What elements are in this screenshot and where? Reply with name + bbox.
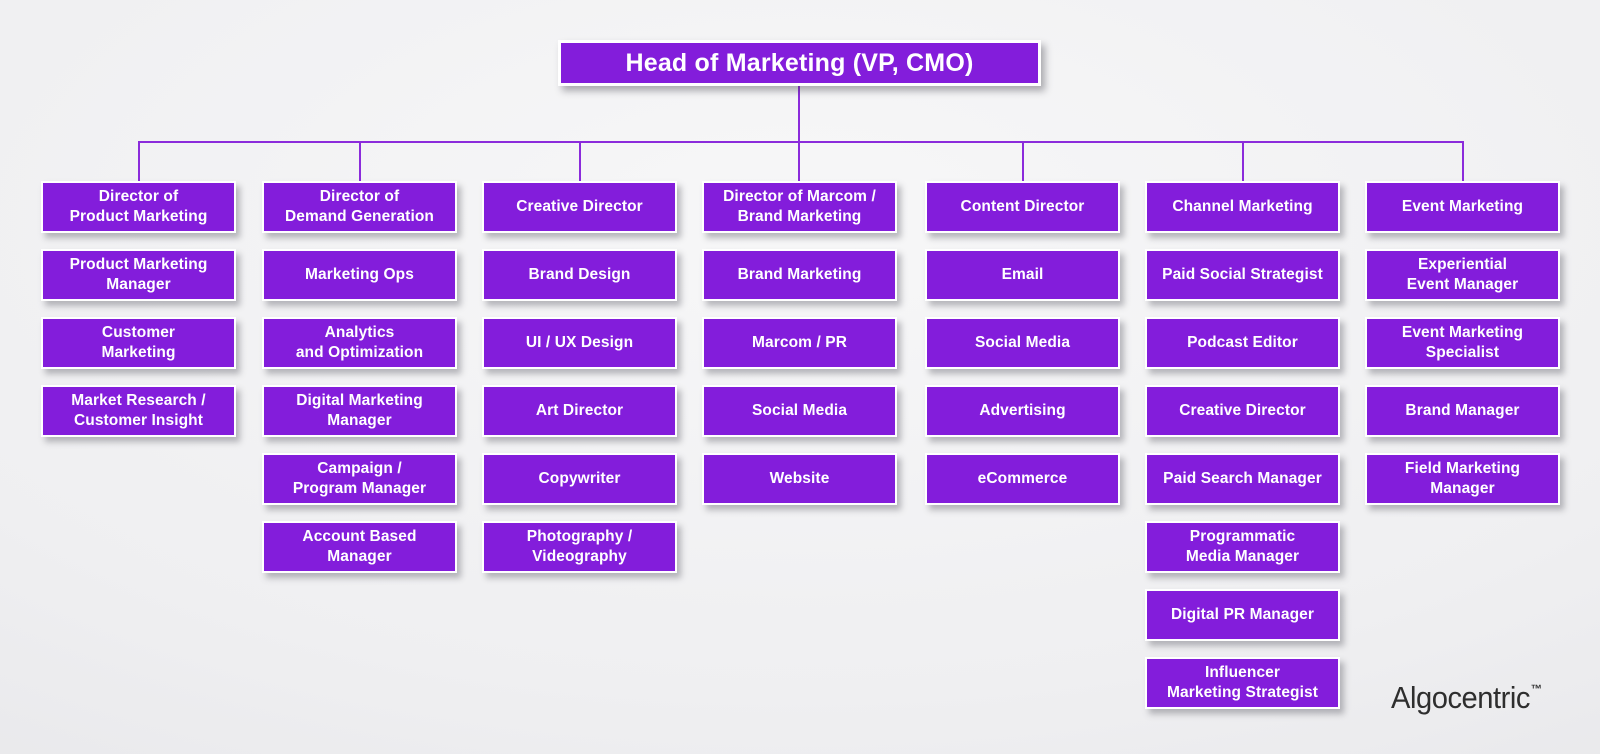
org-node: Product Marketing Manager [41, 249, 236, 301]
brand-logo: Algocentric™ [1391, 680, 1542, 716]
connector-drop-7 [1462, 141, 1464, 181]
org-column-event-marketing: Event Marketing Experiential Event Manag… [1365, 181, 1560, 505]
org-column-product-marketing: Director of Product Marketing Product Ma… [41, 181, 236, 437]
org-node-director: Creative Director [482, 181, 677, 233]
org-node: Campaign / Program Manager [262, 453, 457, 505]
org-node: Creative Director [1145, 385, 1340, 437]
org-node: Brand Marketing [702, 249, 897, 301]
connector-spine [138, 141, 1464, 143]
org-column-demand-generation: Director of Demand Generation Marketing … [262, 181, 457, 573]
org-node: Art Director [482, 385, 677, 437]
org-node: Analytics and Optimization [262, 317, 457, 369]
org-node: Brand Manager [1365, 385, 1560, 437]
org-node-director: Content Director [925, 181, 1120, 233]
org-node: Digital PR Manager [1145, 589, 1340, 641]
org-column-creative: Creative Director Brand Design UI / UX D… [482, 181, 677, 573]
org-node: Market Research / Customer Insight [41, 385, 236, 437]
org-node: Influencer Marketing Strategist [1145, 657, 1340, 709]
org-node: Advertising [925, 385, 1120, 437]
org-node: Field Marketing Manager [1365, 453, 1560, 505]
org-node: Podcast Editor [1145, 317, 1340, 369]
org-node: Digital Marketing Manager [262, 385, 457, 437]
org-column-content: Content Director Email Social Media Adve… [925, 181, 1120, 505]
org-node-director: Event Marketing [1365, 181, 1560, 233]
org-node: Customer Marketing [41, 317, 236, 369]
org-node: Photography / Videography [482, 521, 677, 573]
org-node: Event Marketing Specialist [1365, 317, 1560, 369]
org-node-director: Director of Demand Generation [262, 181, 457, 233]
root-node-head-of-marketing: Head of Marketing (VP, CMO) [558, 40, 1041, 86]
connector-drop-5 [1022, 141, 1024, 181]
org-node: eCommerce [925, 453, 1120, 505]
connector-drop-6 [1242, 141, 1244, 181]
org-node: Programmatic Media Manager [1145, 521, 1340, 573]
org-node: Paid Search Manager [1145, 453, 1340, 505]
org-node: Website [702, 453, 897, 505]
org-node: Marketing Ops [262, 249, 457, 301]
connector-drop-3 [579, 141, 581, 181]
org-node: Paid Social Strategist [1145, 249, 1340, 301]
trademark-symbol: ™ [1530, 682, 1542, 696]
org-node: Copywriter [482, 453, 677, 505]
connector-drop-2 [359, 141, 361, 181]
org-node-director: Channel Marketing [1145, 181, 1340, 233]
brand-logo-text: Algocentric [1391, 680, 1530, 715]
org-node: Marcom / PR [702, 317, 897, 369]
org-node: Social Media [702, 385, 897, 437]
connector-drop-1 [138, 141, 140, 181]
org-node: Account Based Manager [262, 521, 457, 573]
org-node: Experiential Event Manager [1365, 249, 1560, 301]
org-node-director: Director of Product Marketing [41, 181, 236, 233]
org-node: Social Media [925, 317, 1120, 369]
org-node: UI / UX Design [482, 317, 677, 369]
org-node: Email [925, 249, 1120, 301]
org-column-channel-marketing: Channel Marketing Paid Social Strategist… [1145, 181, 1340, 709]
org-node-director: Director of Marcom / Brand Marketing [702, 181, 897, 233]
connector-riser [798, 86, 800, 181]
org-node: Brand Design [482, 249, 677, 301]
org-column-marcom-brand: Director of Marcom / Brand Marketing Bra… [702, 181, 897, 505]
